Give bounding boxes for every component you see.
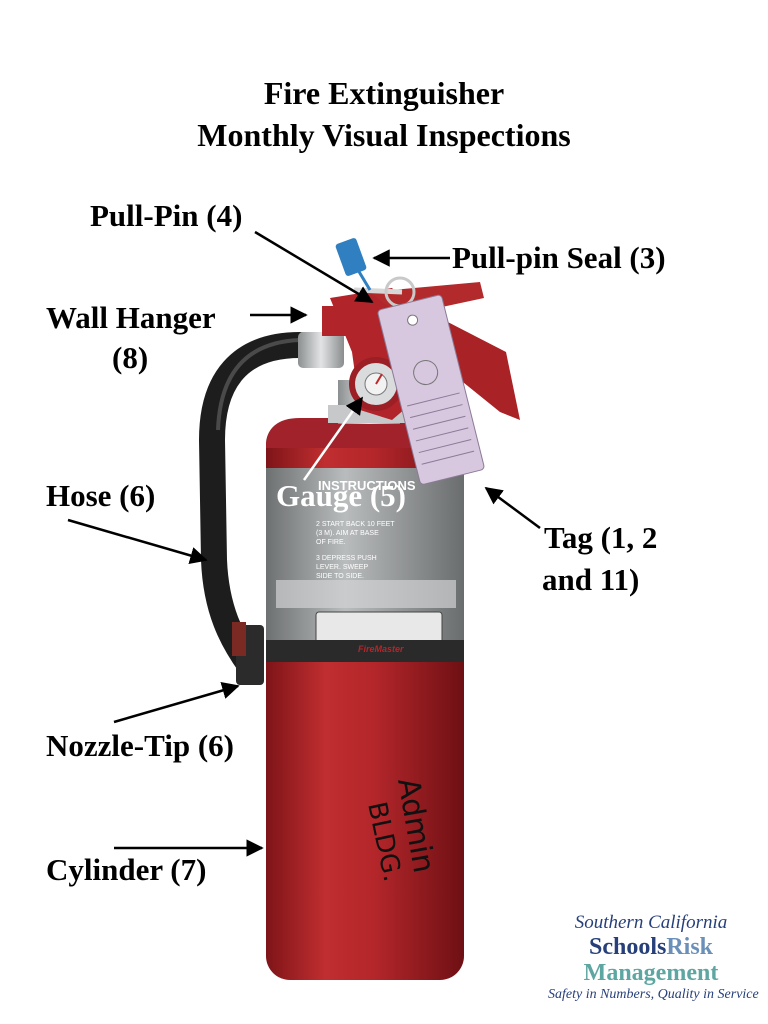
pull-pin-seal (335, 238, 367, 276)
label-hose: Hose (6) (46, 478, 156, 513)
panel-step-2: 2 START BACK 10 FEET (316, 521, 395, 528)
label-pull-pin-seal: Pull-pin Seal (3) (452, 240, 666, 275)
logo-word-risk: Risk (666, 934, 714, 960)
label-tag-line-1: Tag (1, 2 (544, 520, 658, 555)
arrow-pull-pin (254, 230, 374, 304)
label-wall-hanger-line-1: Wall Hanger (46, 300, 216, 335)
arrow-tag (484, 486, 541, 530)
logo-line-3: Management (583, 960, 719, 986)
organization-logo: Southern California SchoolsRisk Manageme… (548, 912, 759, 1004)
label-wall-hanger-line-2: (8) (112, 340, 149, 375)
brand-text: FireMaster (358, 644, 404, 654)
arrow-nozzle-tip (113, 681, 240, 724)
label-cylinder: Cylinder (7) (46, 852, 207, 887)
panel-heading: INSTRUCTIONS (318, 478, 416, 493)
logo-tagline: Safety in Numbers, Quality in Service (548, 987, 759, 1002)
logo-line-1: Southern California (574, 912, 728, 933)
panel-step-3: 3 DEPRESS PUSH (316, 555, 377, 562)
wall-hanger (322, 306, 350, 336)
label-tag-line-2: and 11) (542, 562, 640, 597)
inspection-tag (377, 294, 485, 485)
panel-step-2c: OF FIRE. (316, 539, 346, 546)
title-line-2: Monthly Visual Inspections (197, 117, 571, 153)
page-title: Fire Extinguisher Monthly Visual Inspect… (0, 72, 768, 156)
label-nozzle-tip: Nozzle-Tip (6) (46, 728, 234, 763)
title-line-1: Fire Extinguisher (263, 75, 505, 111)
panel-step-3c: SIDE TO SIDE. (316, 573, 364, 580)
arrow-hose (67, 518, 208, 565)
arrow-gauge (302, 396, 364, 481)
label-gauge: Gauge (5) (276, 478, 407, 513)
hose-collar (298, 332, 344, 368)
pull-pin (353, 287, 403, 295)
panel-step-2b: (3 M). AIM AT BASE (316, 530, 379, 537)
panel-step-3b: LEVER. SWEEP (316, 564, 368, 571)
label-pull-pin: Pull-Pin (4) (90, 198, 243, 233)
logo-line-2: SchoolsRisk (548, 934, 754, 960)
logo-word-schools: Schools (588, 934, 667, 960)
